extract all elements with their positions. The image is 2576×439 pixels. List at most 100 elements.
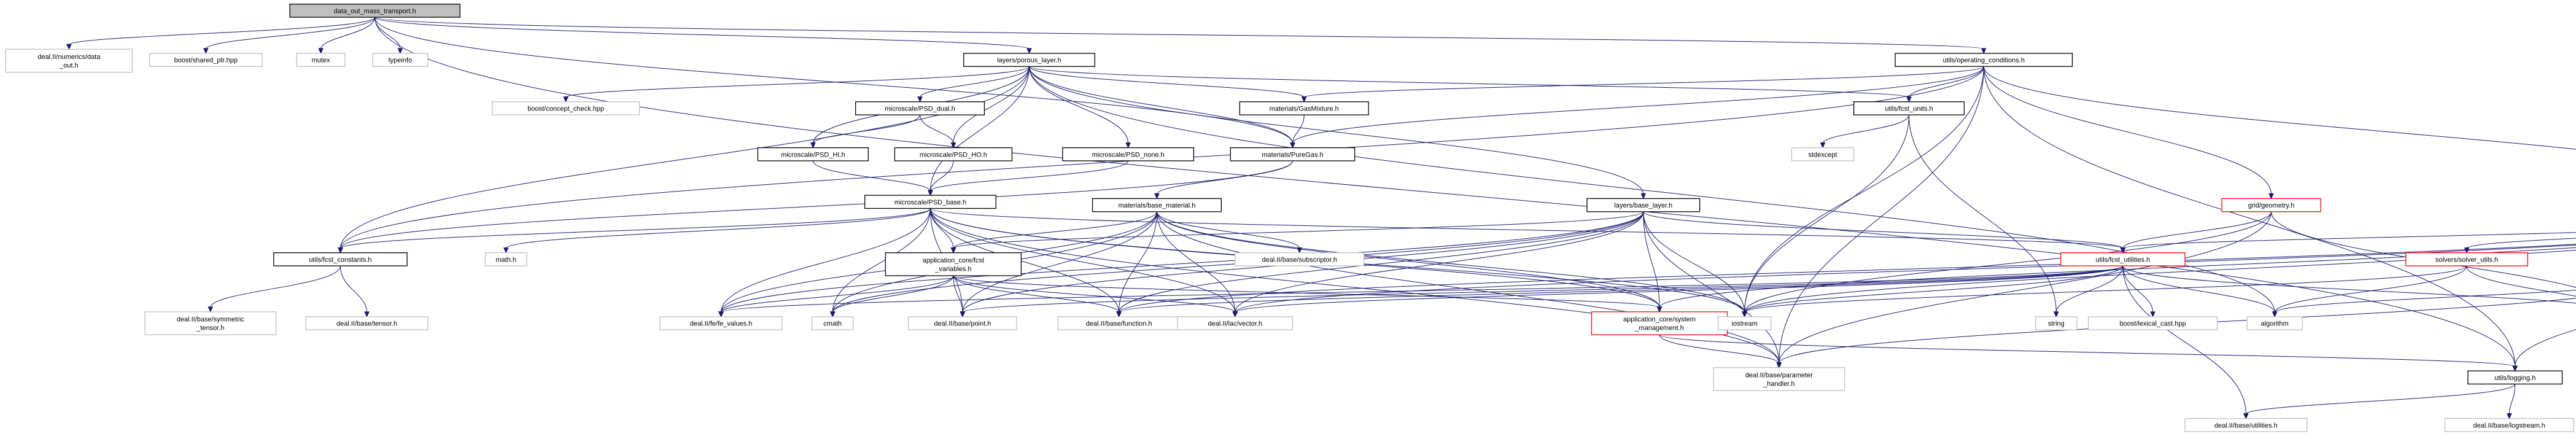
node-box xyxy=(963,53,1095,67)
edge-arrowhead xyxy=(1125,142,1131,149)
node-label: iostream xyxy=(1732,321,1758,328)
edge-line xyxy=(1029,66,1910,98)
edge-operating_conditions-to-gas_mixture xyxy=(1301,66,1984,103)
edge-root-to-dealii_data_out xyxy=(66,17,376,50)
node-fe_values: deal.II/fe/fe_values.h xyxy=(659,316,783,330)
node-base_material[interactable]: materials/base_material.h xyxy=(1092,198,1222,212)
node-fcst_utilities[interactable]: utils/fcst_utilities.h xyxy=(2060,252,2186,266)
edge-arrowhead xyxy=(1640,193,1647,200)
node-label: utils/fcst_utilities.h xyxy=(2096,256,2151,263)
node-gas_mixture[interactable]: materials/GasMixture.h xyxy=(1239,101,1369,115)
node-lexical_cast: boost/lexical_cast.hpp xyxy=(2088,316,2218,330)
edge-initial_bc-to-fcst_utilities xyxy=(2120,232,2576,254)
node-box xyxy=(2221,198,2321,212)
node-label: layers/porous_layer.h xyxy=(997,57,1061,64)
node-box xyxy=(1586,198,1701,212)
edge-psd_base-to-math xyxy=(503,208,931,254)
edge-arrowhead xyxy=(1656,306,1662,313)
edge-porous_layer-to-psd_none xyxy=(1029,66,1131,149)
edge-line xyxy=(320,17,376,49)
node-fcst_variables[interactable]: application_core/fcst_variables.h xyxy=(885,252,1022,276)
edge-porous_layer-to-psd_base xyxy=(928,66,1030,196)
node-box xyxy=(2035,316,2077,330)
node-label: deal.II/fe/fe_values.h xyxy=(690,321,753,328)
edge-line xyxy=(953,276,963,313)
edge-fcst_utilities-to-utilities xyxy=(2122,266,2249,419)
node-dealii_data_out: deal.II/numerics/data_out.h xyxy=(5,49,133,73)
node-psd_hi[interactable]: microscale/PSD_HI.h xyxy=(757,147,869,161)
node-psd_dual[interactable]: microscale/PSD_dual.h xyxy=(855,101,985,115)
node-utilities: deal.II/base/utilities.h xyxy=(2184,418,2308,432)
edge-logging-to-utilities xyxy=(2243,384,2516,419)
edge-psd_base-to-fcst_variables xyxy=(929,208,956,254)
node-box xyxy=(2467,370,2563,385)
edge-porous_layer-to-base_layer xyxy=(1029,66,1647,200)
edge-line xyxy=(1235,211,1644,313)
edge-line xyxy=(929,160,954,192)
node-porous_layer[interactable]: layers/porous_layer.h xyxy=(963,53,1095,67)
edge-line xyxy=(1156,211,1780,363)
edge-line xyxy=(374,17,1984,50)
node-operating_conditions[interactable]: utils/operating_conditions.h xyxy=(1895,53,2073,67)
edge-line xyxy=(1119,211,1644,313)
node-box xyxy=(5,49,133,73)
node-box xyxy=(1895,53,2073,67)
edge-line xyxy=(374,17,1030,50)
edge-line xyxy=(1119,265,2124,313)
edge-arrowhead xyxy=(2150,311,2155,318)
node-psd_base[interactable]: microscale/PSD_base.h xyxy=(864,195,996,209)
node-psd_ho[interactable]: microscale/PSD_HO.h xyxy=(894,147,1013,161)
node-box xyxy=(372,53,429,67)
edge-arrowhead xyxy=(1026,48,1032,55)
edge-fcst_utilities-to-string xyxy=(2054,266,2124,318)
edge-line xyxy=(953,275,1120,313)
node-label: deal.II/base/logstream.h xyxy=(2473,422,2545,429)
edge-line xyxy=(1744,66,1984,313)
node-label: deal.II/lac/vector.h xyxy=(1208,321,1262,328)
edge-initial_bc-to-lac_vector xyxy=(1232,244,2576,318)
node-fcst_units[interactable]: utils/fcst_units.h xyxy=(1853,101,1965,115)
node-label: mutex xyxy=(312,57,330,64)
node-label: boost/lexical_cast.hpp xyxy=(2120,321,2186,328)
edge-line xyxy=(929,208,1236,313)
node-box xyxy=(289,4,460,18)
edge-line xyxy=(953,211,1644,249)
edge-arrowhead xyxy=(208,306,214,313)
edge-operating_conditions-to-initial_bc xyxy=(1983,66,2576,150)
node-psd_none[interactable]: microscale/PSD_none.h xyxy=(1062,147,1195,161)
node-label: solvers/solver_utils.h xyxy=(2435,256,2498,263)
node-fcst_constants[interactable]: utils/fcst_constants.h xyxy=(273,252,408,266)
edge-arrowhead xyxy=(2120,247,2126,254)
edge-line xyxy=(2122,266,2246,414)
node-box xyxy=(2405,252,2528,266)
node-solver_utils[interactable]: solvers/solver_utils.h xyxy=(2405,252,2528,266)
node-box xyxy=(894,147,1013,161)
edge-line xyxy=(339,208,931,249)
node-label: deal.II/numerics/data xyxy=(37,53,101,61)
edge-line xyxy=(374,17,2516,367)
node-root[interactable]: data_out_mass_transport.h xyxy=(289,4,460,18)
edge-line xyxy=(2274,265,2467,313)
graph-nodes: data_out_mass_transport.h deal.II/numeric… xyxy=(5,4,2574,432)
node-pure_gas[interactable]: materials/PureGas.h xyxy=(1230,147,1356,161)
edge-line xyxy=(1983,66,2516,367)
edge-porous_layer-to-concept_check xyxy=(563,66,1030,103)
node-system_management[interactable]: application_core/system_management.h xyxy=(1591,311,1728,335)
edge-line xyxy=(2274,290,2576,313)
node-geometry[interactable]: grid/geometry.h xyxy=(2221,198,2321,212)
edge-line xyxy=(721,265,2124,313)
edge-line xyxy=(1983,66,2272,195)
edge-application_data-to-algorithm xyxy=(2271,290,2576,318)
node-logging[interactable]: utils/logging.h xyxy=(2467,370,2563,385)
edge-line xyxy=(1235,265,2124,313)
node-label: math.h xyxy=(495,256,516,263)
edge-line xyxy=(920,115,954,144)
edge-line xyxy=(721,275,954,313)
node-label: stdexcept xyxy=(1808,151,1837,158)
edge-logging-to-logstream xyxy=(2507,384,2516,419)
edge-line xyxy=(1744,115,1910,313)
edge-line xyxy=(205,17,376,50)
edge-line xyxy=(929,208,1780,363)
node-base_layer[interactable]: layers/base_layer.h xyxy=(1586,198,1701,212)
edge-arrowhead xyxy=(829,311,836,318)
